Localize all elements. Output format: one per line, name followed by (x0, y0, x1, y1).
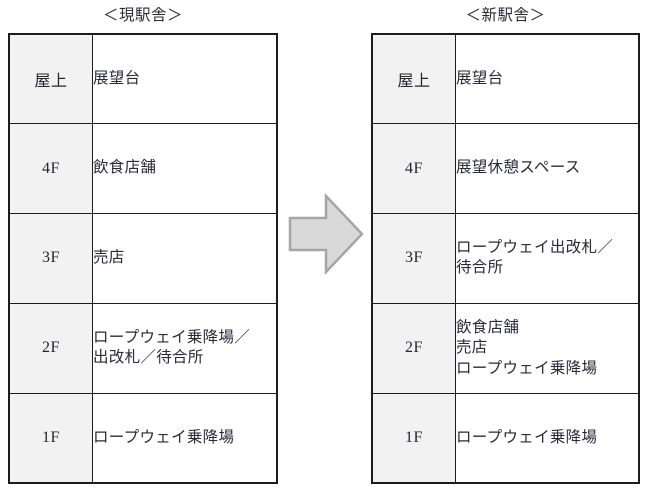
floor-description-cell: ロープウェイ乗降場 (92, 392, 278, 484)
floor-description-cell: 展望休憩スペース (455, 123, 640, 215)
description-line: 飲食店舗 (93, 159, 157, 177)
description-line: ロープウェイ乗降場 (456, 359, 598, 377)
floor-label-cell: 屋上 (8, 33, 93, 125)
floor-label-cell: 3F (8, 213, 93, 304)
panel-title-current: ＜現駅舎＞ (102, 7, 183, 24)
floor-description-cell: ロープウェイ乗降場 (455, 392, 640, 484)
table-row: 4F 飲食店舗 (8, 123, 278, 215)
floor-label-cell: 2F (8, 302, 93, 394)
description-line: 展望台 (93, 69, 141, 87)
floor-description-cell: 展望台 (92, 33, 278, 125)
floor-description-cell: 売店 (92, 213, 278, 304)
description-line: 売店 (456, 339, 488, 357)
description-line: 展望休憩スペース (456, 159, 581, 177)
floor-description-cell: 飲食店舗 売店 ロープウェイ乗降場 (455, 302, 640, 394)
floor-table-current: 屋上 展望台 4F 飲食店舗 3F 売店 (8, 33, 278, 484)
table-row: 屋上 展望台 (371, 33, 640, 125)
description-line: 飲食店舗 (456, 318, 520, 336)
floor-label-cell: 3F (371, 213, 456, 304)
right-block-arrow-icon (287, 193, 365, 275)
description-line: 出改札／待合所 (93, 349, 204, 367)
floor-description-cell: 展望台 (455, 33, 640, 125)
table-row: 2F ロープウェイ乗降場／ 出改札／待合所 (8, 302, 278, 394)
floor-label-cell: 屋上 (371, 33, 456, 125)
floor-description-cell: ロープウェイ出改札／ 待合所 (455, 213, 640, 304)
description-line: 待合所 (456, 259, 504, 277)
floor-label-cell: 1F (8, 392, 93, 484)
description-line: ロープウェイ乗降場 (456, 428, 598, 446)
table-row: 2F 飲食店舗 売店 ロープウェイ乗降場 (371, 302, 640, 394)
description-line: ロープウェイ乗降場／ (93, 328, 251, 346)
description-line: ロープウェイ乗降場 (93, 428, 235, 446)
description-line: 売店 (93, 249, 125, 267)
table-row: 3F ロープウェイ出改札／ 待合所 (371, 213, 640, 304)
description-line: 展望台 (456, 69, 504, 87)
floor-table-new: 屋上 展望台 4F 展望休憩スペース 3F ロープウェイ出改札／ 待合所 (371, 33, 640, 484)
table-row: 屋上 展望台 (8, 33, 278, 125)
floor-label-cell: 4F (371, 123, 456, 215)
floor-description-cell: 飲食店舗 (92, 123, 278, 215)
table-row: 4F 展望休憩スペース (371, 123, 640, 215)
floor-label-cell: 4F (8, 123, 93, 215)
floor-description-cell: ロープウェイ乗降場／ 出改札／待合所 (92, 302, 278, 394)
table-row: 1F ロープウェイ乗降場 (371, 392, 640, 484)
floor-label-cell: 1F (371, 392, 456, 484)
panel-new-station-building: ＜新駅舎＞ 屋上 展望台 4F 展望休憩スペース 3F (371, 0, 640, 497)
floor-label-cell: 2F (371, 302, 456, 394)
table-row: 1F ロープウェイ乗降場 (8, 392, 278, 484)
table-row: 3F 売店 (8, 213, 278, 304)
description-line: ロープウェイ出改札／ (456, 239, 614, 257)
panel-title-new: ＜新駅舎＞ (465, 7, 546, 24)
panel-current-station-building: ＜現駅舎＞ 屋上 展望台 4F 飲食店舗 3F (8, 0, 278, 497)
